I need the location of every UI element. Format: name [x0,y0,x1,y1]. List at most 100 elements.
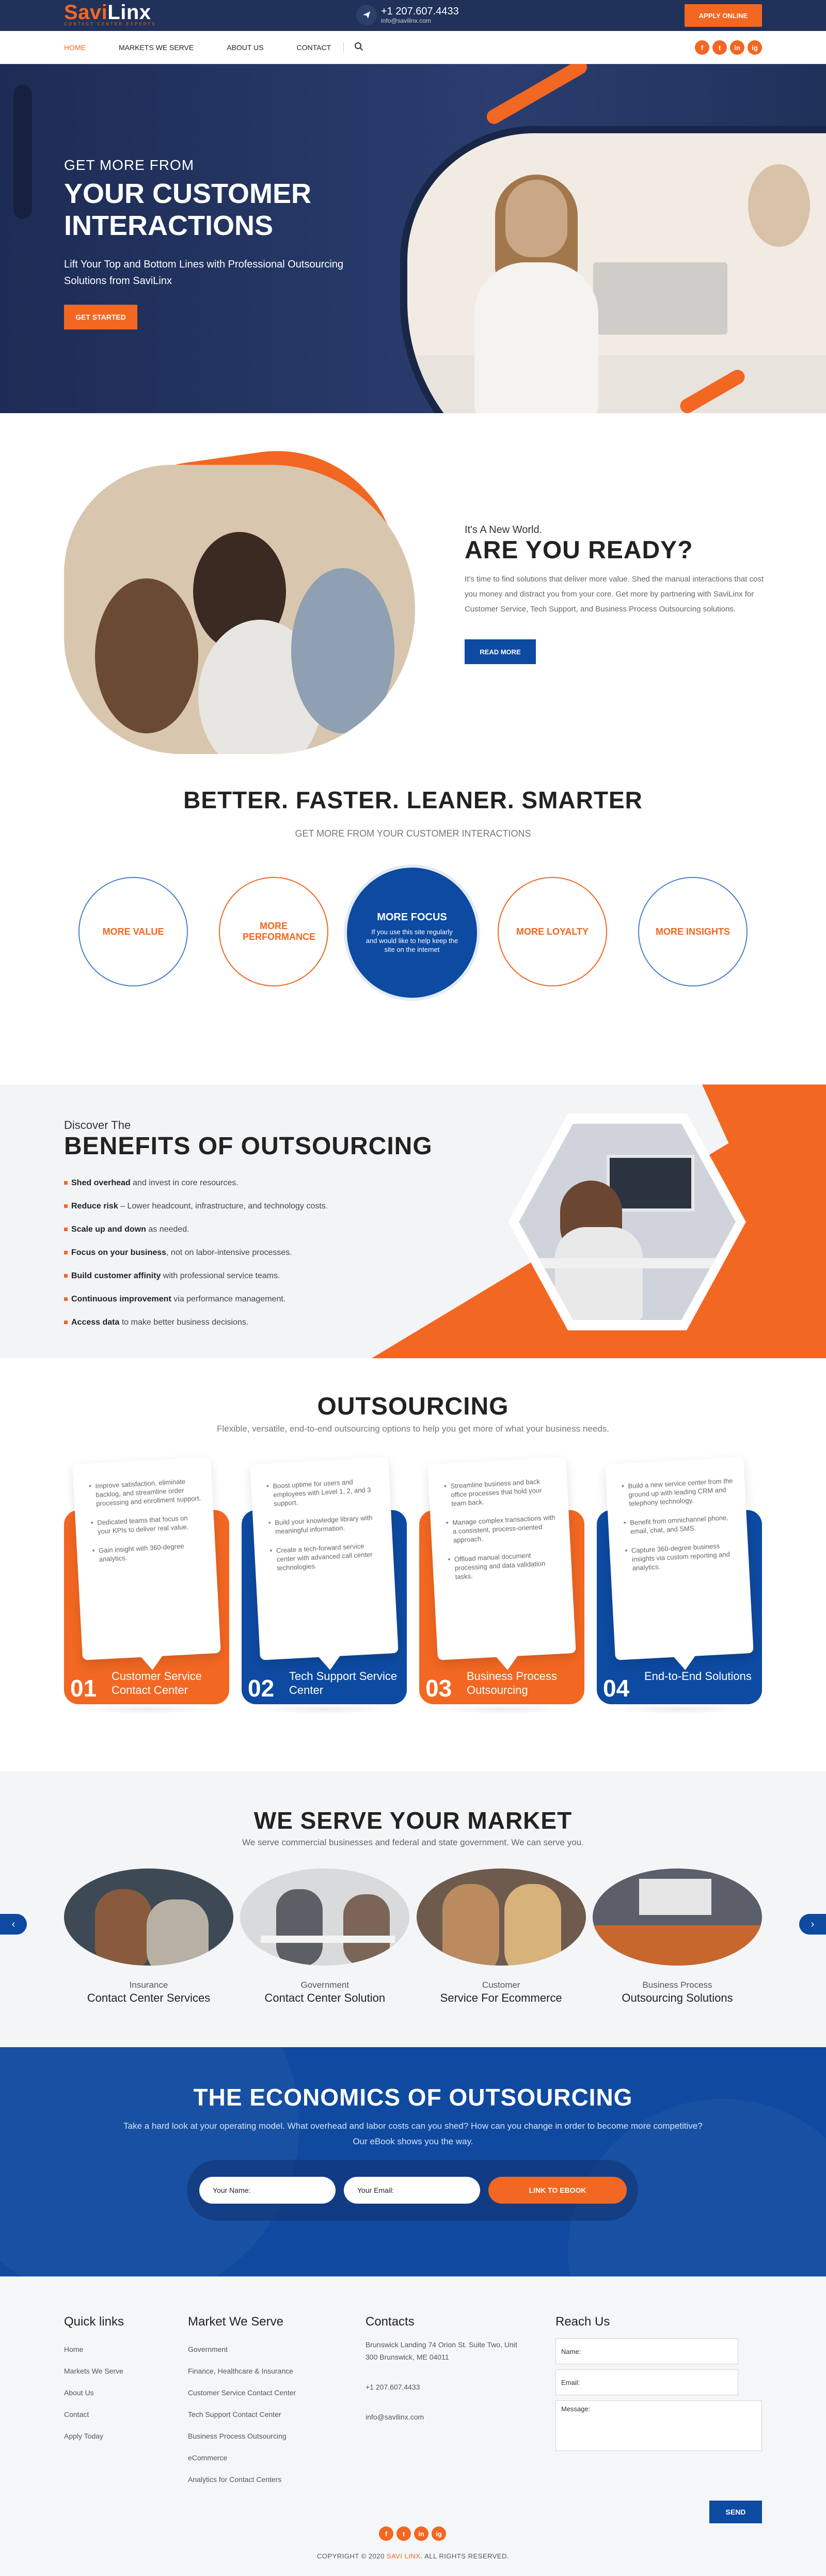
paper-plane-icon [356,5,377,25]
card-bullet: Gain insight with 360-degree analytics. [92,1541,204,1564]
footer-link-tech-support[interactable]: Tech Support Contact Center [188,2410,281,2418]
copyright-brand-link[interactable]: SAVI LINX [386,2552,421,2560]
footer-link-contact[interactable]: Contact [64,2410,89,2418]
footer-contacts: Contacts Brunswick Landing 74 Orion St. … [366,2315,526,2423]
ready-kicker: It's A New World. [465,524,543,536]
service-card-end-to-end[interactable]: Build a new service center from the grou… [597,1457,762,1714]
card-bullet: Streamline business and back office proc… [444,1476,557,1508]
better-title: BETTER. FASTER. LEANER. SMARTER [183,787,643,813]
circle-more-insights[interactable]: MORE INSIGHTS [638,877,748,986]
main-nav: HOME MARKETS WE SERVE ABOUT US CONTACT f… [0,31,826,64]
benefits-list: Shed overhead and invest in core resourc… [64,1171,436,1334]
footer-address: Brunswick Landing 74 Orion St. Suite Two… [366,2341,517,2361]
footer-link-bpo[interactable]: Business Process Outsourcing [188,2432,287,2440]
nav-item-contact[interactable]: CONTACT [296,43,331,52]
footer-link-finance[interactable]: Finance, Healthcare & Insurance [188,2367,293,2375]
circle-more-performance[interactable]: MORE PERFORMANCE [219,877,328,986]
footer-link-about[interactable]: About Us [64,2389,94,2397]
economics-title: THE ECONOMICS OF OUTSOURCING [193,2084,633,2111]
card-bullet: Improve satisfaction, eliminate backlog,… [89,1476,201,1508]
card-title: Customer Service Contact Center [112,1670,202,1697]
circle-more-value[interactable]: MORE VALUE [78,877,188,986]
hero-title-line2: INTERACTIONS [64,210,273,241]
footer-phone[interactable]: +1 207.607.4433 [366,2383,420,2391]
logo-linx: Linx [107,1,151,24]
header-phone[interactable]: +1 207.607.4433 [381,6,459,17]
header-email[interactable]: info@savilinx.com [381,17,431,24]
footer-link-home[interactable]: Home [64,2345,84,2353]
hero-accent-top [484,64,590,127]
reach-message-field[interactable] [555,2400,762,2451]
footer-link-analytics[interactable]: Analytics for Contact Centers [188,2475,282,2484]
benefits-title: BENEFITS OF OUTSOURCING [64,1133,433,1160]
carousel-prev-button[interactable]: ‹ [0,1914,27,1935]
circle-more-focus[interactable]: MORE FOCUS If you use this site regularl… [344,865,480,1001]
list-item: Focus on your business, not on labor-int… [64,1241,436,1264]
card-title: Tech Support Service Center [289,1670,398,1697]
footer-link-markets[interactable]: Markets We Serve [64,2367,123,2375]
apply-online-button[interactable]: APPLY ONLINE [685,4,762,27]
card-bullet: Offload manual document processing and d… [448,1549,561,1581]
chevron-right-icon: › [811,1918,815,1930]
reach-email-field[interactable] [555,2369,738,2395]
header-contact: +1 207.607.4433 info@savilinx.com [356,2,459,28]
footer-heading: Market We Serve [188,2315,283,2329]
ready-title: ARE YOU READY? [465,537,693,564]
reach-name-field[interactable] [555,2338,738,2364]
search-icon[interactable] [354,42,363,54]
better-subtitle: GET MORE FROM YOUR CUSTOMER INTERACTIONS [295,828,531,839]
linkedin-icon[interactable]: in [730,40,744,55]
facebook-icon[interactable]: f [379,2526,393,2541]
market-item-government[interactable]: Government Contact Center Solution [240,1868,410,2005]
card-title: Business Process Outsourcing [467,1670,557,1697]
carousel-next-button[interactable]: › [799,1914,826,1935]
card-bullet: Benefit from omnichannel phone, email, c… [624,1513,736,1536]
ready-image [64,465,415,754]
card-number: 04 [603,1675,630,1702]
twitter-icon[interactable]: t [396,2526,411,2541]
service-card-bpo[interactable]: Streamline business and back office proc… [419,1457,584,1714]
link-to-ebook-button[interactable]: LINK TO EBOOK [488,2177,627,2204]
circle-more-loyalty[interactable]: MORE LOYALTY [498,877,607,986]
copyright: COPYRIGHT © 2020 SAVI LINX. ALL RIGHTS R… [317,2552,509,2560]
outsourcing-section: OUTSOURCING Flexible, versatile, end-to-… [0,1358,826,1771]
read-more-button[interactable]: READ MORE [465,639,536,664]
footer-link-apply[interactable]: Apply Today [64,2432,104,2440]
ebook-name-input[interactable] [199,2177,336,2204]
twitter-icon[interactable]: t [712,40,727,55]
service-card-tech-support[interactable]: Boost uptime for users and employees wit… [242,1457,407,1714]
service-card-customer-service[interactable]: Improve satisfaction, eliminate backlog,… [64,1457,229,1714]
footer-link-ecommerce[interactable]: eCommerce [188,2454,228,2462]
footer-email[interactable]: info@savilinx.com [366,2413,424,2421]
nav-divider [343,42,344,53]
get-started-button[interactable]: GET STARTED [64,305,137,329]
market-item-insurance[interactable]: Insurance Contact Center Services [64,1868,233,2005]
nav-item-home[interactable]: HOME [64,43,86,52]
card-bullet: Capture 360-degree business insights via… [625,1541,738,1573]
footer-link-customer-service[interactable]: Customer Service Contact Center [188,2389,296,2397]
footer-link-government[interactable]: Government [188,2345,228,2353]
market-item-ecommerce[interactable]: Customer Service For Ecommerce [416,1868,586,2005]
list-item: Reduce risk – Lower headcount, infrastru… [64,1195,436,1218]
facebook-icon[interactable]: f [695,40,709,55]
hero-kicker: GET MORE FROM [64,157,195,173]
outsourcing-title: OUTSOURCING [317,1393,509,1420]
ready-body: It's time to find solutions that deliver… [465,575,764,614]
send-button[interactable]: SEND [709,2501,762,2523]
instagram-icon[interactable]: ig [748,40,762,55]
nav-item-markets[interactable]: MARKETS WE SERVE [119,43,194,52]
site-logo[interactable]: SaviLinx CONTACT CENTER EXPERTS [64,2,156,26]
economics-body: Take a hard look at your operating model… [123,2121,703,2146]
list-item: Continuous improvement via performance m… [64,1287,436,1311]
footer-quick-links: Quick links Home Markets We Serve About … [64,2315,124,2447]
ebook-email-input[interactable] [344,2177,480,2204]
hero-image [400,126,826,413]
linkedin-icon[interactable]: in [414,2526,428,2541]
instagram-icon[interactable]: ig [432,2526,446,2541]
nav-item-about[interactable]: ABOUT US [227,43,264,52]
market-item-bpo[interactable]: Business Process Outsourcing Solutions [592,1868,762,2005]
market-category: Business Process [642,1980,712,1990]
outsourcing-subtitle: Flexible, versatile, end-to-end outsourc… [217,1424,609,1434]
economics-section: THE ECONOMICS OF OUTSOURCING Take a hard… [0,2047,826,2276]
market-name: Service For Ecommerce [440,1991,562,2004]
